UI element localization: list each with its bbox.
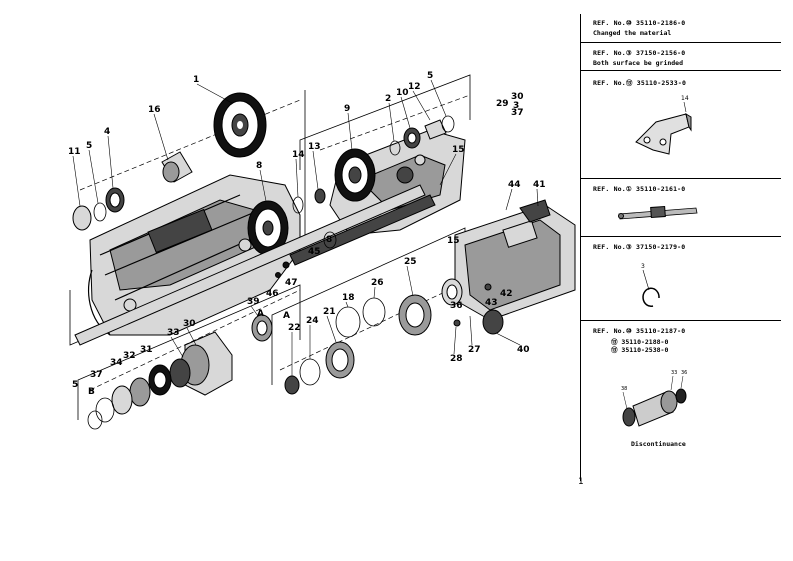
callout-37a: 37 (511, 108, 524, 118)
callout-28: 28 (450, 354, 463, 364)
reference-panel: REF. No.⑩ 35110-2186-0 Changed the mater… (580, 14, 781, 481)
discontinuance-caption: Discontinuance (631, 440, 686, 448)
callout-36: 36 (450, 301, 463, 311)
ref-number-4: REF. No.① 35110-2161-0 (593, 185, 686, 193)
callout-41: 41 (533, 180, 546, 190)
callout-2: 2 (385, 94, 391, 104)
shaft-part-drawing (618, 205, 698, 220)
bearing-assembly-drawing: 38 33 36 (621, 370, 687, 427)
ref-number-3: REF. No.⑬ 35110-2533-0 (593, 79, 687, 87)
lower-right-bearings (335, 278, 504, 338)
ref-number-6c: ⑬ 35110-2538-0 (611, 346, 669, 354)
ref-box-4: REF. No.① 35110-2161-0 (581, 180, 781, 237)
callout-43: 43 (485, 298, 498, 308)
callout-5c: 5 (72, 380, 78, 390)
ref-note-1: Changed the material (593, 29, 672, 37)
callout-26: 26 (371, 278, 384, 288)
callout-8b: 8 (326, 235, 332, 245)
ref-number-5: REF. No.③ 37150-2179-0 (593, 243, 686, 251)
callout-15: 15 (452, 145, 465, 155)
callout-24: 24 (306, 316, 319, 326)
gear-1 (213, 92, 267, 158)
transmission-case (88, 174, 301, 336)
callout-47: 47 (285, 278, 298, 288)
left-small-parts (72, 187, 125, 231)
callout-13: 13 (308, 142, 321, 152)
bracket-part-label: 14 (681, 95, 689, 102)
callout-30: 30 (511, 92, 524, 102)
exploded-transmission-diagram: 1 16 11 5 4 8 9 14 13 2 10 12 5 29 30 3 … (68, 71, 576, 430)
callout-15b: 15 (447, 236, 460, 246)
sleeve-16 (161, 151, 193, 183)
callout-11: 11 (68, 147, 81, 157)
callout-5b: 5 (427, 71, 433, 81)
cover-44 (454, 199, 576, 321)
callout-4: 4 (104, 127, 110, 137)
callout-45: 45 (308, 247, 321, 257)
callout-37b: 37 (90, 370, 103, 380)
callout-16: 16 (148, 105, 161, 115)
ref-box-5: REF. No.③ 37150-2179-0 3 (581, 238, 781, 321)
ref-note-2: Both surface be grinded (593, 59, 684, 67)
footer-mark: 1 (578, 477, 584, 487)
assembly-centerlines (79, 94, 471, 391)
callout-5a: 5 (86, 141, 92, 151)
ref-number-6a: REF. No.⑩ 35110-2187-0 (593, 327, 686, 335)
callout-46: 46 (266, 289, 279, 299)
callout-39: 39 (247, 297, 260, 307)
callout-A2: A (283, 311, 290, 321)
bearing-label-33: 33 (671, 370, 677, 376)
callout-27: 27 (468, 345, 481, 355)
bearing-39 (251, 314, 273, 342)
ref-box-3: REF. No.⑬ 35110-2533-0 14 (581, 72, 781, 179)
main-shaft (74, 184, 436, 346)
ref-number-2: REF. No.③ 37150-2156-0 (593, 49, 686, 57)
callout-44: 44 (508, 180, 521, 190)
callout-14: 14 (292, 150, 305, 160)
callout-21: 21 (323, 307, 336, 317)
callout-18: 18 (342, 293, 355, 303)
callout-labels: 1 16 11 5 4 8 9 14 13 2 10 12 5 29 30 3 … (68, 71, 546, 397)
ref-box-2: REF. No.③ 37150-2156-0 Both surface be g… (581, 44, 781, 71)
snap-ring-drawing: 3 (641, 263, 660, 308)
callout-31: 31 (140, 345, 153, 355)
callout-33: 33 (167, 328, 180, 338)
callout-B: B (88, 387, 95, 397)
snap-ring-label: 3 (641, 263, 645, 270)
callout-10: 10 (396, 88, 409, 98)
leader-lines (72, 79, 539, 376)
upper-right-small-parts (389, 115, 455, 156)
bracket-part-drawing: 14 (635, 95, 692, 155)
callout-30b: 30 (183, 319, 196, 329)
ref-number-6b: ⑬ 35110-2188-0 (611, 338, 669, 346)
callout-22: 22 (288, 323, 301, 333)
callout-1: 1 (193, 75, 199, 85)
bottom-left-bearing-stack (87, 331, 233, 430)
callout-A1: A (257, 309, 264, 319)
callout-3: 3 (513, 101, 519, 111)
callout-29: 29 (496, 99, 509, 109)
ref-box-6: REF. No.⑩ 35110-2187-0 ⑬ 35110-2188-0 ⑬ … (581, 322, 781, 456)
callout-34: 34 (110, 358, 123, 368)
gear-9 (334, 148, 376, 202)
ref-box-1: REF. No.⑩ 35110-2186-0 Changed the mater… (581, 14, 781, 43)
gear-8 (247, 200, 289, 256)
bearing-label-38: 38 (621, 386, 627, 392)
callout-8a: 8 (256, 161, 262, 171)
bearing-label-36: 36 (681, 370, 687, 376)
ref-number-1: REF. No.⑩ 35110-2186-0 (593, 19, 686, 27)
callout-25: 25 (404, 257, 417, 267)
callout-40: 40 (517, 345, 530, 355)
callout-42: 42 (500, 289, 513, 299)
callout-32: 32 (123, 351, 136, 361)
callout-12: 12 (408, 82, 421, 92)
callout-9a: 9 (344, 104, 350, 114)
lower-bearings (284, 341, 355, 395)
center-small-parts (275, 188, 492, 327)
